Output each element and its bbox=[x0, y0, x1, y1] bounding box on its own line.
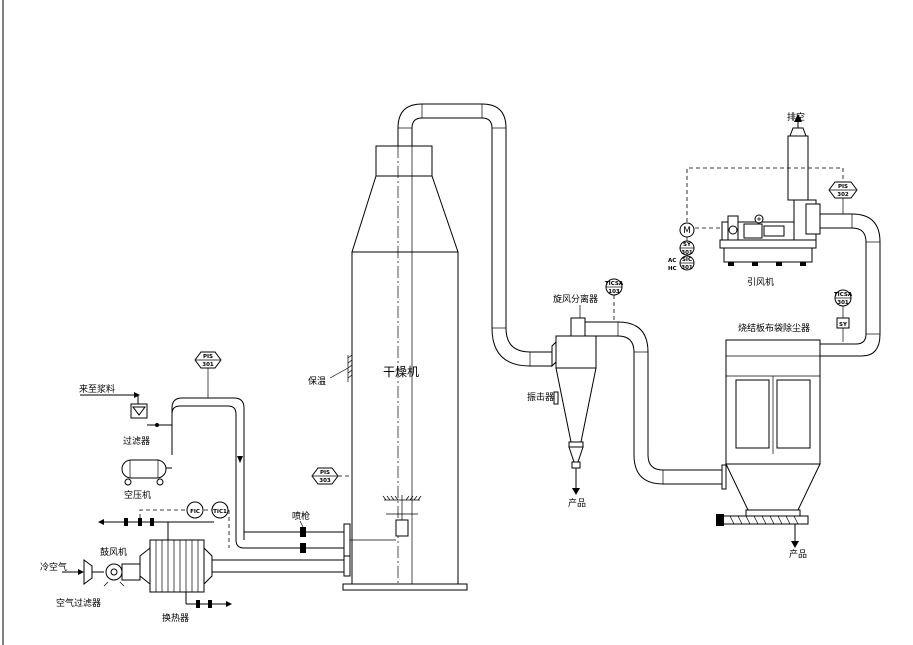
filter-label: 过滤器 bbox=[123, 435, 150, 447]
svg-text:TICSA: TICSA bbox=[834, 292, 853, 298]
duct-cyclone-to-bagfilter bbox=[585, 321, 727, 490]
svg-text:PIS: PIS bbox=[838, 184, 848, 190]
cyclone-separator bbox=[551, 317, 597, 495]
blower-and-filter bbox=[62, 559, 141, 587]
cyclone-product-label: 产品 bbox=[568, 497, 586, 509]
ticsa-301-instrument: TICSA 301 SY bbox=[834, 289, 853, 342]
svg-text:301: 301 bbox=[681, 250, 693, 256]
svg-text:302: 302 bbox=[837, 192, 849, 198]
air-filter-label: 空气过滤器 bbox=[56, 597, 101, 609]
heat-exchanger bbox=[139, 528, 232, 608]
nozzle-label: 喷枪 bbox=[292, 510, 310, 522]
exhaust-label: 排空 bbox=[787, 111, 805, 123]
motor-label: M bbox=[683, 226, 691, 236]
svg-text:301: 301 bbox=[681, 265, 693, 271]
svg-text:301: 301 bbox=[202, 362, 214, 368]
svg-text:301: 301 bbox=[837, 300, 849, 306]
svg-text:TICSA: TICSA bbox=[605, 281, 624, 287]
bag-filter-label: 烧结板布袋除尘器 bbox=[738, 322, 810, 334]
compressor-label: 空压机 bbox=[124, 489, 151, 501]
svg-text:SY: SY bbox=[839, 322, 848, 328]
steam-control-line: FIC TIC1 bbox=[98, 501, 230, 548]
air-compressor bbox=[121, 459, 172, 486]
dryer-tower bbox=[342, 145, 468, 591]
fic-label: FIC bbox=[190, 509, 200, 515]
motor-instrument-stack: M SY 301 SIC 301 AC HC bbox=[668, 222, 695, 272]
tic-label: TIC1 bbox=[213, 509, 227, 515]
rapper-label: 振击器 bbox=[527, 391, 554, 403]
feed-label: 来至浆料 bbox=[79, 383, 115, 395]
svg-text:303: 303 bbox=[319, 478, 331, 484]
top-duct bbox=[397, 103, 552, 367]
cold-air-label: 冷空气 bbox=[40, 561, 67, 573]
bag-product-label: 产品 bbox=[789, 548, 807, 560]
blower-label: 鼓风机 bbox=[100, 546, 127, 558]
svg-text:103: 103 bbox=[608, 289, 620, 295]
ac-label: AC bbox=[668, 258, 676, 264]
dryer-label: 干燥机 bbox=[383, 365, 419, 379]
ticsa-103-instrument: TICSA 103 bbox=[605, 278, 624, 322]
hc-label: HC bbox=[668, 266, 677, 272]
duct-bagfilter-to-fan bbox=[816, 210, 881, 357]
heat-exchanger-label: 换热器 bbox=[162, 612, 189, 624]
pis-301-instrument: PIS 301 bbox=[194, 351, 222, 398]
insulation-label: 保温 bbox=[308, 375, 326, 387]
svg-text:PIS: PIS bbox=[320, 470, 330, 476]
fan-label: 引风机 bbox=[747, 276, 774, 288]
svg-text:SY: SY bbox=[683, 242, 692, 248]
bag-filter bbox=[716, 339, 821, 548]
insulation-hatch bbox=[347, 354, 353, 382]
induced-fan bbox=[719, 114, 821, 266]
cyclone-label: 旋风分离器 bbox=[553, 293, 598, 305]
svg-text:SIC: SIC bbox=[682, 257, 692, 263]
hot-air-line bbox=[212, 555, 351, 577]
svg-text:PIS: PIS bbox=[203, 354, 213, 360]
feed-line: 来至浆料 喷枪 bbox=[79, 383, 396, 557]
pis-303-instrument: PIS 303 bbox=[311, 467, 352, 485]
pis-302-instrument: PIS 302 bbox=[828, 181, 858, 214]
